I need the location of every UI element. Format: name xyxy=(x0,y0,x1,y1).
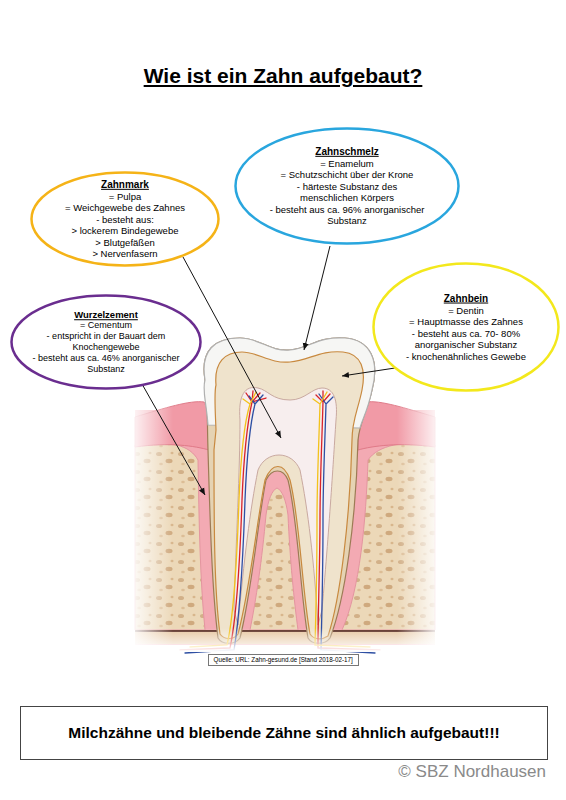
ellipse-outline xyxy=(374,264,559,391)
ellipse-outline xyxy=(10,294,202,390)
fade-edge xyxy=(128,395,173,651)
nerve-fiber xyxy=(313,392,370,647)
vein xyxy=(319,394,375,653)
callout-heading: Zahnbein xyxy=(405,293,527,305)
vein xyxy=(185,395,263,653)
ellipse-outline xyxy=(236,129,459,244)
callout-heading: Zahnschmelz xyxy=(267,146,427,158)
callout-text: = Hauptmasse des Zahnes xyxy=(405,316,527,327)
callout-text: = Pulpa xyxy=(50,191,200,202)
page-title: Wie ist ein Zahn aufgebaut? xyxy=(0,63,566,89)
callout-text-block: Wurzelzement= Cementum- entspricht in de… xyxy=(26,309,186,375)
callout-text: > Nervenfasern xyxy=(50,248,200,259)
leader-line xyxy=(142,384,205,495)
watermark-area: © SBZ Nordhausen xyxy=(398,762,546,782)
callout-ellipse: Wurzelzement= Cementum- entspricht in de… xyxy=(10,294,202,390)
pulp xyxy=(234,387,336,625)
callout-text: - entspricht in der Bauart dem Knochenge… xyxy=(26,331,186,353)
callout-text: - härteste Substanz des menschlichen Kör… xyxy=(267,181,427,204)
leader-line xyxy=(342,368,395,376)
ellipse-outline xyxy=(32,173,219,266)
callout-text: - knochenähnliches Gewebe xyxy=(405,350,527,361)
callout-heading: Zahnmark xyxy=(50,179,200,191)
callout-text: - besteht aus ca. 46% anorganischer Subs… xyxy=(26,353,186,375)
note-box: Milchzähne und bleibende Zähne sind ähnl… xyxy=(20,706,548,760)
title-area: Wie ist ein Zahn aufgebaut? xyxy=(0,63,566,89)
fade-edge xyxy=(397,395,442,651)
callout-text: - besteht aus ca. 70- 80% anorganischer … xyxy=(405,327,527,350)
callout-text: = Schutzschicht über der Krone xyxy=(267,169,427,180)
callout-heading: Wurzelzement xyxy=(26,309,186,320)
nerve-fiber xyxy=(190,392,256,647)
nerves-vessels xyxy=(180,391,380,653)
callout-ellipse: Zahnbein= Dentin= Hauptmasse des Zahnes-… xyxy=(372,262,560,392)
callout-text: = Cementum xyxy=(26,321,186,332)
callout-text-block: Zahnbein= Dentin= Hauptmasse des Zahnes-… xyxy=(405,293,527,362)
note-text: Milchzähne und bleibende Zähne sind ähnl… xyxy=(68,723,499,743)
callout-text-block: Zahnmark= Pulpa= Weichgewebe des Zahnes-… xyxy=(50,179,200,259)
callout-text: = Dentin xyxy=(405,305,527,316)
callout-text-block: Zahnschmelz= Enamelum= Schutzschicht übe… xyxy=(267,146,427,226)
blood-vessel xyxy=(180,391,266,650)
ellipse-outline xyxy=(372,262,560,392)
callout-text: - besteht aus ca. 96% anorganischer Subs… xyxy=(267,203,427,226)
callout-text: = Enamelum xyxy=(267,158,427,169)
callout-ellipse: Zahnschmelz= Enamelum= Schutzschicht übe… xyxy=(234,127,460,245)
watermark: © SBZ Nordhausen xyxy=(398,762,546,782)
callout-text: - besteht aus: xyxy=(50,214,200,225)
root-cementum xyxy=(204,338,375,643)
callout-ellipse: Zahnmark= Pulpa= Weichgewebe des Zahnes-… xyxy=(30,171,220,267)
fade-edge xyxy=(128,628,442,652)
source-text: Quelle: URL: Zahn-gesund.de [Stand 2018-… xyxy=(214,656,353,664)
leader-line xyxy=(304,246,330,350)
source-box: Quelle: URL: Zahn-gesund.de [Stand 2018-… xyxy=(208,654,359,666)
ellipse-outline xyxy=(12,296,201,389)
callout-text: = Weichgewebe des Zahnes xyxy=(50,202,200,213)
callout-text: > Blutgefäßen xyxy=(50,236,200,247)
callout-text: > lockerem Bindegewebe xyxy=(50,225,200,236)
